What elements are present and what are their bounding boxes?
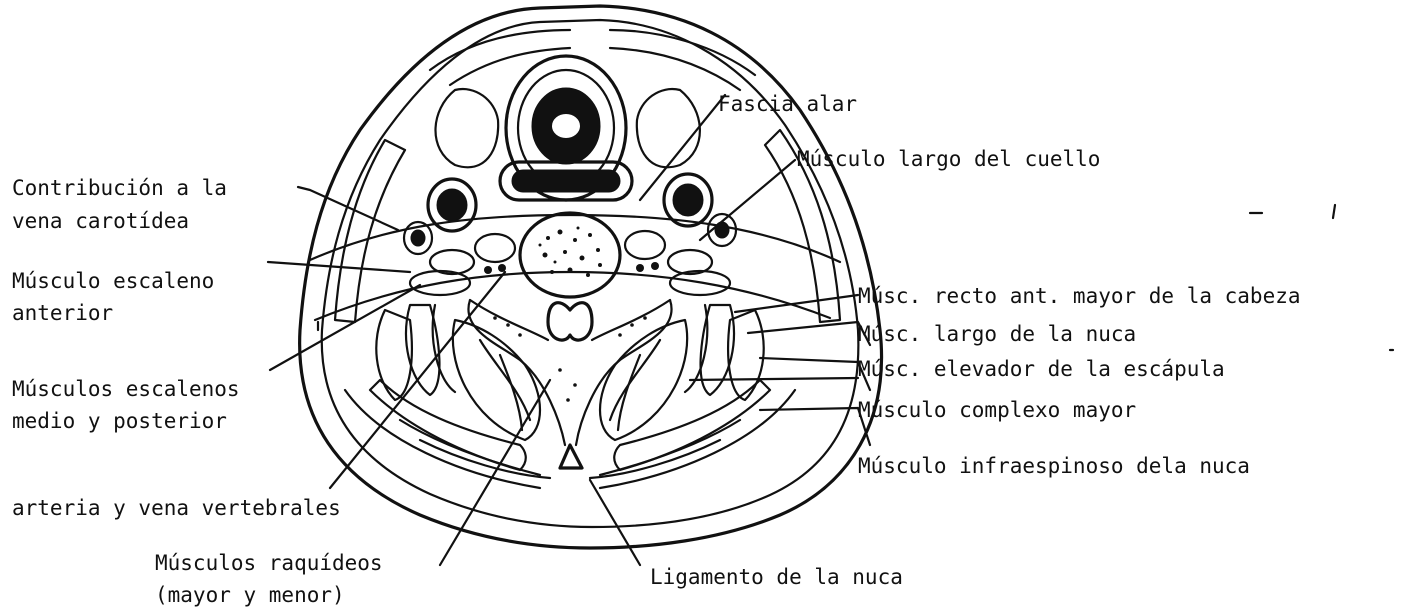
- label-raquideos-1: Músculos raquídeos: [155, 547, 383, 579]
- semispinalis-left: [453, 320, 540, 440]
- spinal-cord: [548, 303, 592, 340]
- label-fascia-alar: Fascia alar: [718, 88, 857, 120]
- label-largo-nuca: Músc. largo de la nuca: [858, 318, 1136, 350]
- label-escalenos-medio-2: medio y posterior: [12, 405, 227, 437]
- label-arteria-vena: arteria y vena vertebrales: [12, 492, 341, 524]
- leader-lines: [268, 95, 870, 565]
- vertebral-body: [520, 213, 620, 297]
- label-contribucion-2: vena carotídea: [12, 205, 189, 237]
- label-raquideos-2: (mayor y menor): [155, 579, 345, 611]
- label-infraespinoso: Músculo infraespinoso dela nuca: [858, 450, 1250, 482]
- label-escaleno-anterior-1: Músculo escaleno: [12, 265, 214, 297]
- label-elevador: Músc. elevador de la escápula: [858, 353, 1225, 385]
- label-complexo: Músculo complexo mayor: [858, 394, 1136, 426]
- splenius-right: [614, 380, 770, 470]
- label-ligamento: Ligamento de la nuca: [650, 561, 903, 593]
- label-recto-ant: Músc. recto ant. mayor de la cabeza: [858, 280, 1301, 312]
- label-contribucion-1: Contribución a la: [12, 172, 227, 204]
- vertebral-body-texture: [539, 227, 603, 278]
- thyroid-right: [637, 89, 700, 167]
- splenius-left: [370, 380, 526, 470]
- label-musculo-largo-cuello: Músculo largo del cuello: [797, 143, 1100, 175]
- thyroid-left: [435, 89, 498, 167]
- label-escalenos-medio-1: Músculos escalenos: [12, 373, 240, 405]
- longus-colli-right: [625, 231, 665, 259]
- longus-colli-left: [475, 234, 515, 262]
- nuchal-ligament: [560, 445, 582, 468]
- label-escaleno-anterior-2: anterior: [12, 297, 113, 329]
- semispinalis-right: [600, 320, 687, 440]
